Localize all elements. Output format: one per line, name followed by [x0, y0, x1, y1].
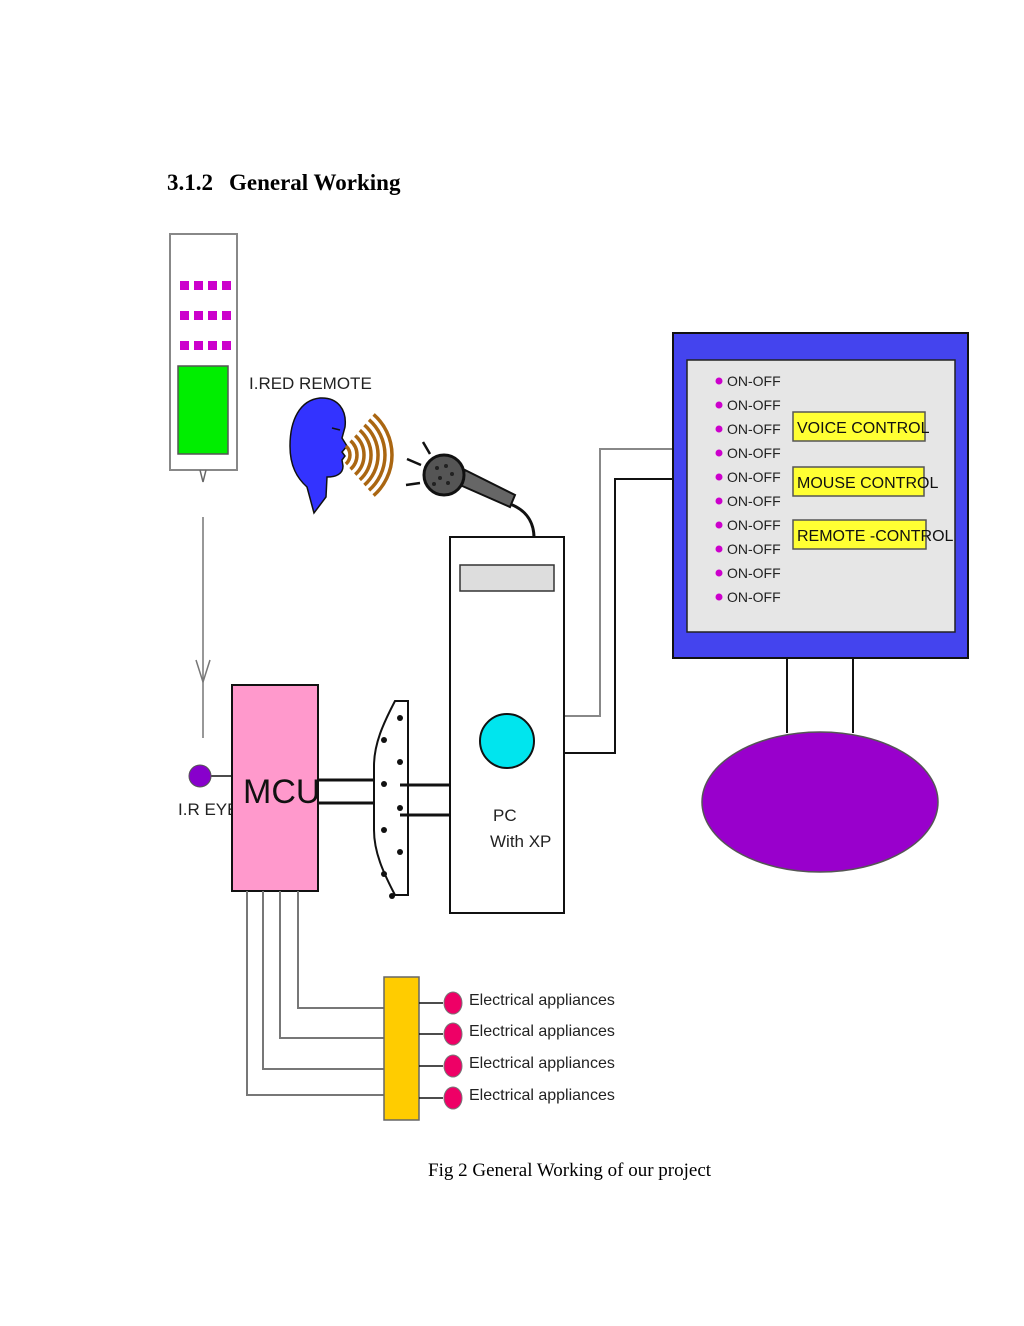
sound-wave: [363, 423, 380, 487]
speaker-head-icon: [289, 397, 348, 515]
appliance-label: Electrical appliances: [469, 1023, 615, 1040]
remote-button: [180, 341, 189, 350]
appliance-label: Electrical appliances: [469, 1055, 615, 1072]
relay-block: [383, 976, 420, 1121]
ir-eye-label: I.R EYE: [178, 800, 238, 819]
on-off-dot: [715, 449, 723, 457]
remote-screen: [177, 365, 229, 455]
control-buttons: VOICE CONTROL MOUSE CONTROL REMOTE -CONTRO…: [792, 411, 954, 550]
on-off-dot: [715, 593, 723, 601]
sound-waves-icon: [344, 413, 394, 497]
mouse-control-button-label: MOUSE CONTROL: [797, 475, 938, 492]
pc-monitor-cable-2: [565, 478, 673, 754]
ir-eye-icon: [188, 764, 212, 788]
monitor-stand-base: [701, 731, 939, 873]
remote-label: I.RED REMOTE: [249, 374, 372, 393]
mouse-control-button: [792, 466, 925, 497]
sound-wave: [349, 439, 359, 471]
voice-control-button: [792, 411, 926, 442]
on-off-dot: [715, 545, 723, 553]
appliance-icon: [443, 1022, 463, 1046]
pc-drive-bay: [459, 564, 555, 592]
remote-button: [194, 341, 203, 350]
section-heading: 3.1.2 General Working: [167, 170, 400, 196]
appliance-label: Electrical appliances: [469, 1087, 615, 1104]
mcu-relay-wires: [246, 891, 384, 1096]
sound-wave: [367, 418, 387, 492]
appliance-icon: [443, 1054, 463, 1078]
figure-caption: Fig 2 General Working of our project: [428, 1160, 712, 1181]
monitor: ON-OFF ON-OFF ON-OFF ON-OFF ON-OFF ON-OFF ON-O…: [672, 332, 969, 873]
appliance-label: Electrical appliances: [469, 992, 615, 1009]
remote-button: [180, 311, 189, 320]
section-title: General Working: [229, 170, 401, 195]
section-number: 3.1.2: [167, 170, 213, 195]
remote-button-grid: [180, 281, 231, 350]
on-off-item: ON-OFF: [727, 589, 781, 605]
on-off-item: ON-OFF: [727, 517, 781, 533]
on-off-dot: [715, 377, 723, 385]
on-off-dot: [715, 521, 723, 529]
remote-button: [222, 311, 231, 320]
remote-button: [208, 311, 217, 320]
on-off-dot: [715, 473, 723, 481]
remote-button: [222, 341, 231, 350]
remote-button: [194, 281, 203, 290]
mcu-block: [231, 684, 319, 892]
sound-wave: [353, 434, 366, 476]
remote-control-button: [792, 519, 927, 550]
pc-monitor-cable-1: [565, 448, 673, 717]
on-off-dot: [715, 569, 723, 577]
sound-wave: [358, 428, 373, 482]
pc-lens: [479, 713, 535, 769]
on-off-item: ON-OFF: [727, 445, 781, 461]
on-off-list: ON-OFF ON-OFF ON-OFF ON-OFF ON-OFF ON-OFF ON-O…: [715, 373, 781, 605]
serial-connector: [373, 700, 409, 899]
voice-control-button-label: VOICE CONTROL: [797, 420, 930, 437]
remote-button: [222, 281, 231, 290]
mcu-label: MCU: [243, 773, 320, 811]
on-off-item: ON-OFF: [727, 469, 781, 485]
remote-button: [208, 341, 217, 350]
sound-wave: [372, 413, 394, 497]
on-off-dot: [715, 497, 723, 505]
remote-button: [194, 311, 203, 320]
pc-tower: [449, 536, 565, 914]
appliance-icon: [443, 991, 463, 1015]
on-off-dot: [715, 425, 723, 433]
sound-wave: [344, 444, 352, 466]
on-off-dot: [715, 401, 723, 409]
remote-button: [180, 281, 189, 290]
pc-label-line2: With XP: [490, 832, 551, 851]
remote-control-button-label: REMOTE -CONTROL: [797, 528, 954, 545]
remote-button: [208, 281, 217, 290]
on-off-item: ON-OFF: [727, 421, 781, 437]
on-off-item: ON-OFF: [727, 373, 781, 389]
on-off-item: ON-OFF: [727, 541, 781, 557]
on-off-item: ON-OFF: [727, 493, 781, 509]
appliance-icon: [443, 1086, 463, 1110]
ir-remote: [169, 233, 238, 483]
on-off-item: ON-OFF: [727, 565, 781, 581]
pc-label-line1: PC: [493, 806, 517, 825]
on-off-item: ON-OFF: [727, 397, 781, 413]
microphone-icon: [405, 441, 536, 539]
